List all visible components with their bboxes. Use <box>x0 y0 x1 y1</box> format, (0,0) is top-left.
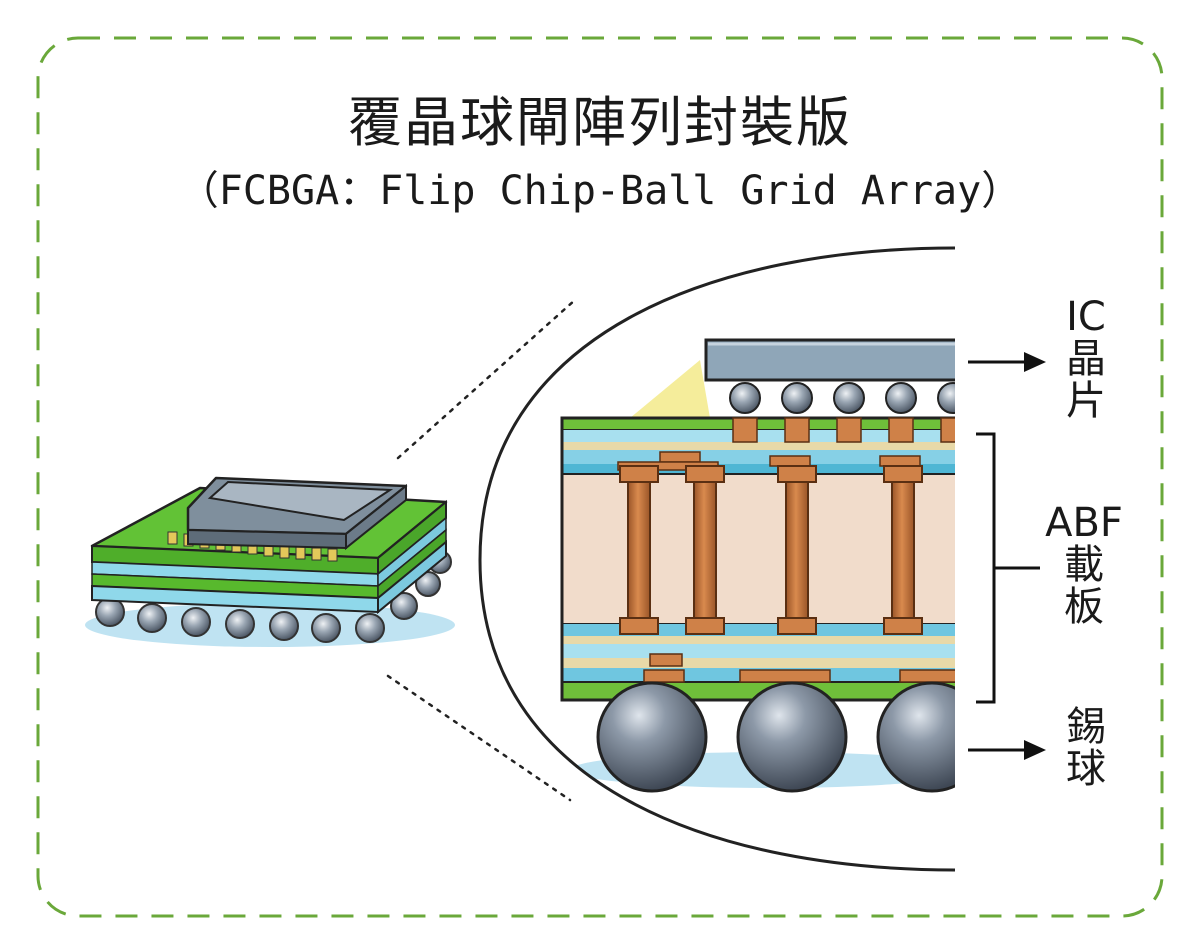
micro-bumps <box>729 382 955 414</box>
label-abf-line1: ABF <box>1045 500 1123 546</box>
label-ic-chip-line1: IC <box>1066 294 1106 340</box>
top-copper-traces <box>617 417 955 471</box>
solder-balls-large <box>596 681 955 793</box>
label-abf-substrate: ABF 載 板 <box>1044 502 1124 628</box>
label-solder-balls: 錫 球 <box>1058 706 1114 790</box>
copper-vias <box>619 465 923 635</box>
bottom-copper-traces <box>643 653 955 683</box>
label-abf-line2: 載 <box>1064 542 1104 588</box>
zoom-line-top <box>396 298 577 460</box>
abf-bracket <box>976 432 996 704</box>
label-balls-line1: 錫 <box>1066 704 1106 750</box>
label-ic-chip-line3: 片 <box>1066 378 1106 424</box>
package-solder-balls <box>95 550 452 643</box>
label-ic-chip: IC 晶 片 <box>1054 296 1118 422</box>
diagram-title: 覆晶球閘陣列封裝版 <box>348 91 852 154</box>
zoom-line-bottom <box>386 674 572 802</box>
zoom-outline <box>478 246 956 872</box>
ic-die <box>704 338 955 382</box>
dashed-frame <box>36 36 1164 918</box>
label-abf-line3: 板 <box>1064 584 1104 630</box>
diagram-subtitle: （FCBGA：Flip Chip-Ball Grid Array） <box>178 168 1022 214</box>
package-3d-illustration <box>85 476 455 647</box>
label-ic-chip-line2: 晶 <box>1066 336 1106 382</box>
label-balls-line2: 球 <box>1066 746 1106 792</box>
callouts <box>968 352 1046 760</box>
